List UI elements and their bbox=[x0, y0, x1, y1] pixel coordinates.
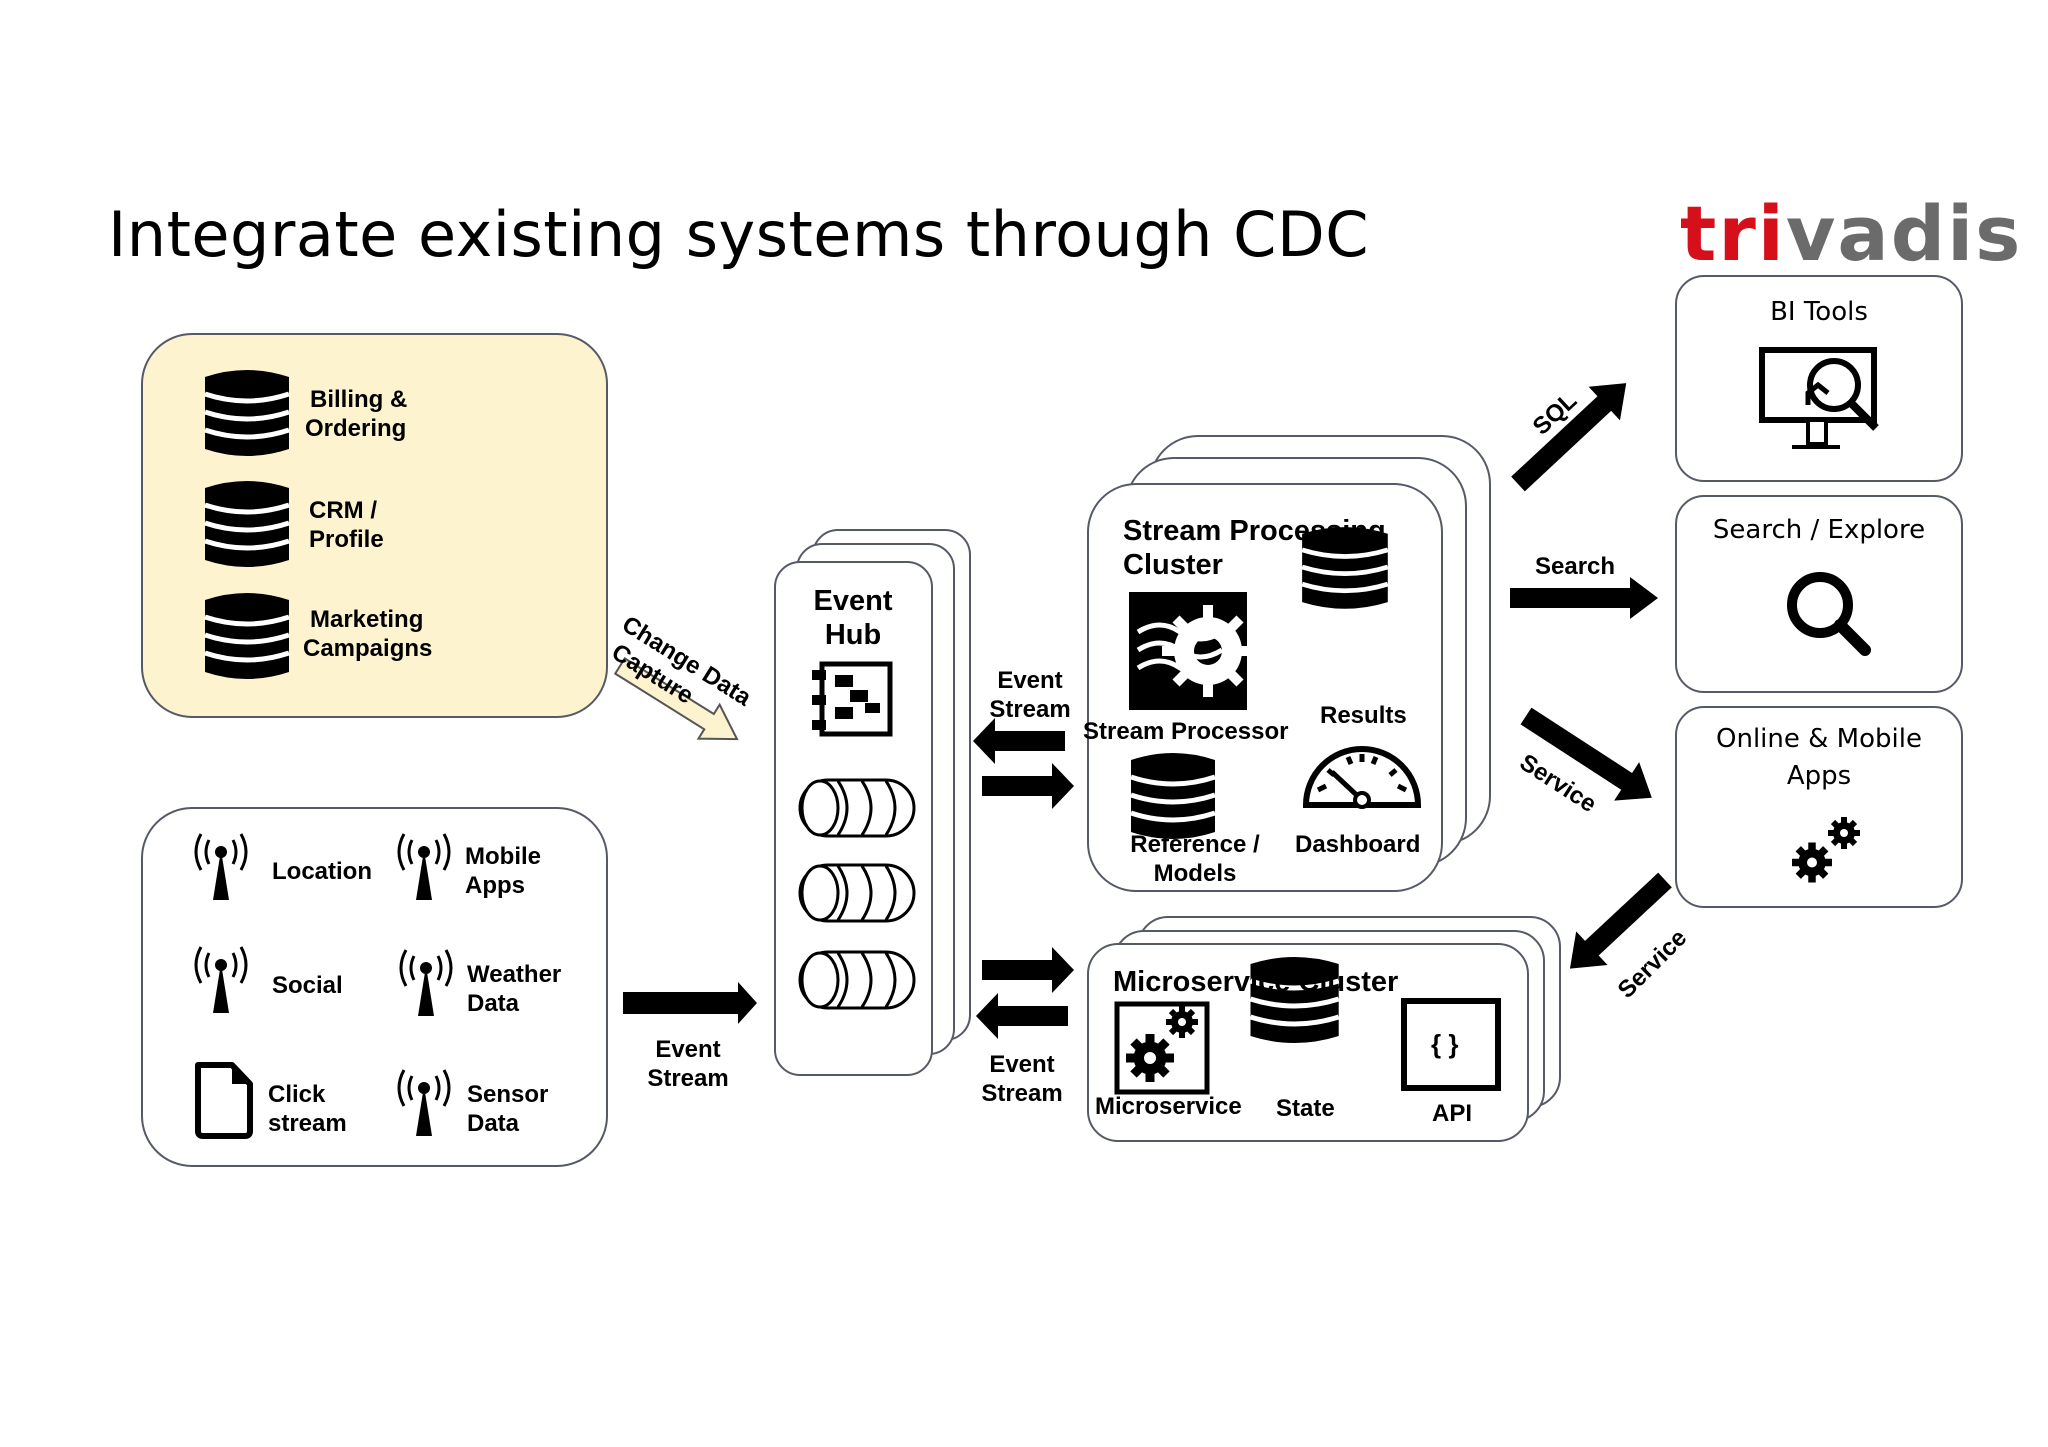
click-line1: Click bbox=[268, 1081, 326, 1108]
marketing-label: Marketing Campaigns bbox=[303, 605, 432, 663]
mobile-line2: Apps bbox=[465, 872, 525, 899]
crm-label: CRM / Profile bbox=[309, 496, 384, 554]
arrow-to-ms bbox=[982, 947, 1074, 993]
reference-line1: Reference / bbox=[1130, 831, 1260, 858]
reference-label: Reference / Models bbox=[1122, 830, 1268, 888]
results-label: Results bbox=[1320, 702, 1407, 729]
state-label: State bbox=[1276, 1095, 1335, 1122]
billing-line2: Ordering bbox=[305, 415, 407, 442]
stream-processor-icon bbox=[1129, 592, 1254, 710]
dashboard-gauge-icon bbox=[1302, 746, 1422, 809]
search-arrow-label: Search bbox=[1535, 553, 1616, 580]
billing-label: Billing & Ordering bbox=[305, 385, 408, 443]
dashboard-label: Dashboard bbox=[1295, 831, 1421, 858]
online-mobile-line1: Online & Mobile bbox=[1716, 724, 1922, 754]
service-out-arrow bbox=[1520, 707, 1652, 801]
event-hub-line1: Event bbox=[813, 585, 893, 617]
database-icon bbox=[1131, 753, 1215, 839]
search-arrow bbox=[1510, 577, 1658, 619]
microservice-label: Microservice bbox=[1095, 1093, 1242, 1120]
online-mobile-label: Online & Mobile Apps bbox=[1676, 721, 1962, 795]
click-label: Click stream bbox=[268, 1080, 347, 1138]
event-stream-sp-line2: Stream bbox=[989, 696, 1071, 723]
event-stream-in-line2: Stream bbox=[647, 1065, 729, 1092]
arrow-to-hub-bottom bbox=[976, 993, 1068, 1039]
event-stream-sp-label: Event Stream bbox=[985, 666, 1075, 724]
api-glyph: { } bbox=[1431, 1029, 1459, 1059]
mobile-label: Mobile Apps bbox=[465, 842, 541, 900]
search-explore-box bbox=[1675, 495, 1963, 693]
queue-icon bbox=[798, 950, 916, 1010]
document-icon bbox=[195, 1062, 253, 1139]
microservice-cluster-title: Microservice Cluster bbox=[1113, 966, 1399, 998]
event-stream-in-line1: Event bbox=[655, 1036, 721, 1063]
api-icon bbox=[1401, 998, 1501, 1091]
online-mobile-line2: Apps bbox=[1786, 761, 1852, 791]
search-icon bbox=[1787, 572, 1871, 656]
crm-line1: CRM / bbox=[309, 497, 377, 524]
database-icon bbox=[205, 370, 289, 456]
stream-processor-label: Stream Processor bbox=[1083, 718, 1289, 745]
logo-part-gray: vadis bbox=[1785, 189, 2023, 278]
weather-label: Weather Data bbox=[467, 960, 561, 1018]
queue-icon bbox=[798, 778, 916, 838]
weather-line2: Data bbox=[467, 990, 520, 1017]
event-stream-in-arrow bbox=[623, 982, 757, 1024]
sensor-line2: Data bbox=[467, 1110, 520, 1137]
sql-arrow bbox=[1511, 383, 1627, 492]
marketing-line2: Campaigns bbox=[303, 635, 433, 662]
event-stream-in-label: Event Stream bbox=[643, 1035, 733, 1093]
api-label: API bbox=[1432, 1100, 1473, 1127]
trivadis-logo: trivadis bbox=[1680, 196, 2022, 272]
bi-monitor-icon bbox=[1759, 347, 1879, 449]
microservice-gears-icon bbox=[1114, 1001, 1210, 1095]
arrow-to-sp bbox=[982, 763, 1074, 809]
database-icon bbox=[205, 593, 289, 679]
event-stream-ms-line2: Stream bbox=[981, 1080, 1063, 1107]
service-in-arrow bbox=[1569, 872, 1672, 969]
sensor-line1: Sensor bbox=[467, 1081, 549, 1108]
bi-tools-label: BI Tools bbox=[1770, 297, 1868, 327]
queue-icon bbox=[798, 863, 916, 923]
arrow-to-hub-top bbox=[973, 718, 1065, 764]
sp-title-line2: Cluster bbox=[1123, 549, 1223, 581]
location-label: Location bbox=[272, 858, 372, 885]
search-explore-label: Search / Explore bbox=[1712, 515, 1926, 545]
logo-part-red: tri bbox=[1680, 189, 1786, 278]
event-hub-line2: Hub bbox=[824, 619, 882, 651]
event-stream-ms-label: Event Stream bbox=[977, 1050, 1067, 1108]
social-label: Social bbox=[272, 972, 343, 999]
reference-line2: Models bbox=[1153, 860, 1237, 887]
mobile-line1: Mobile bbox=[465, 843, 541, 870]
marketing-line1: Marketing bbox=[310, 606, 424, 633]
event-stream-ms-line1: Event bbox=[989, 1051, 1055, 1078]
page-title: Integrate existing systems through CDC bbox=[108, 198, 1369, 271]
billing-line1: Billing & bbox=[310, 386, 408, 413]
weather-line1: Weather bbox=[467, 961, 562, 988]
sp-title-line1: Stream Processing bbox=[1123, 515, 1386, 547]
database-icon bbox=[205, 481, 289, 567]
cdc-arrow bbox=[613, 656, 739, 741]
click-line2: stream bbox=[268, 1110, 347, 1137]
source-stream-panel bbox=[141, 807, 608, 1167]
sensor-label: Sensor Data bbox=[467, 1080, 548, 1138]
event-stream-sp-line1: Event bbox=[997, 667, 1063, 694]
stream-processing-title: Stream Processing Cluster bbox=[1123, 514, 1386, 582]
event-hub-title: Event Hub bbox=[803, 584, 903, 652]
online-mobile-box bbox=[1675, 706, 1963, 908]
event-hub-icon bbox=[812, 661, 893, 737]
crm-line2: Profile bbox=[309, 526, 384, 553]
